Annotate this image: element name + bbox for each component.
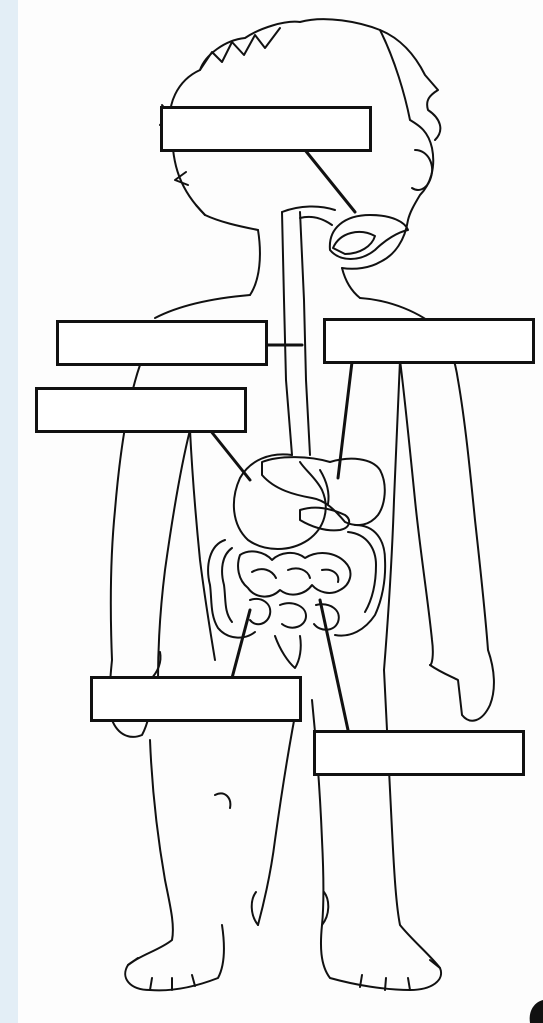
neck-left bbox=[250, 230, 260, 295]
label-box-liver[interactable] bbox=[323, 318, 535, 364]
small-intestine-coils bbox=[238, 551, 350, 629]
esophagus-right bbox=[300, 212, 310, 455]
left-arm-inner bbox=[158, 430, 190, 680]
rectum bbox=[275, 636, 301, 668]
torso-right bbox=[384, 360, 400, 670]
label-box-esophagus[interactable] bbox=[56, 320, 268, 366]
left-leg-outer bbox=[125, 740, 224, 990]
left-shoulder bbox=[155, 295, 250, 318]
ear bbox=[412, 150, 432, 190]
throat-top bbox=[282, 206, 335, 225]
stomach-outline bbox=[234, 454, 326, 549]
torso-left bbox=[190, 430, 215, 660]
neck-right bbox=[342, 268, 360, 298]
hairline bbox=[205, 215, 258, 230]
leader-line-large-intestine bbox=[320, 600, 348, 730]
leader-line-small-intestine bbox=[232, 610, 250, 678]
label-box-small-intestine[interactable] bbox=[90, 676, 302, 722]
right-arm-outer bbox=[430, 380, 494, 721]
leader-line-mouth bbox=[305, 150, 355, 212]
corner-mark bbox=[530, 1000, 543, 1023]
label-box-mouth[interactable] bbox=[160, 106, 372, 152]
label-box-large-intestine[interactable] bbox=[313, 730, 525, 776]
right-toes bbox=[360, 960, 440, 990]
left-toes bbox=[128, 958, 195, 990]
left-leg-inner bbox=[258, 700, 298, 925]
leader-line-liver bbox=[338, 362, 352, 478]
esophagus-left bbox=[282, 212, 292, 455]
tongue bbox=[333, 232, 375, 254]
right-leg-outer bbox=[321, 670, 441, 990]
right-arm-inner bbox=[400, 360, 433, 665]
large-intestine-outline bbox=[208, 525, 385, 638]
leader-line-stomach bbox=[210, 430, 250, 480]
label-box-stomach[interactable] bbox=[35, 387, 247, 433]
